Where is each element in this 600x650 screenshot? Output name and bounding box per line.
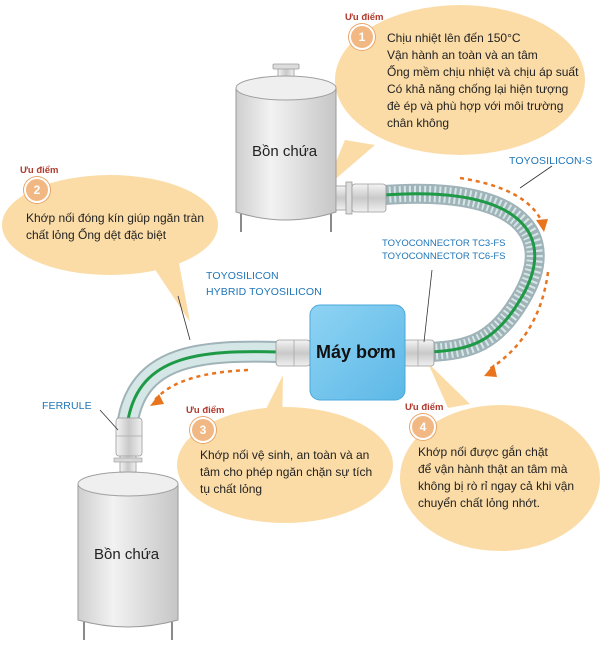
top-tank-label: Bồn chứa xyxy=(252,143,318,160)
connector-top xyxy=(351,183,387,213)
advantage-3-label: Ưu điểm xyxy=(186,405,225,416)
advantage-3-text: Khớp nối vệ sinh, an toàn và an tâm cho … xyxy=(200,447,390,498)
toyosilicon-s-label: TOYOSILICON-S xyxy=(509,155,593,167)
advantage-2-text: Khớp nối đóng kín giúp ngăn tràn chất lỏ… xyxy=(26,210,211,244)
advantage-2-line-1: Khớp nối đóng kín giúp ngăn tràn xyxy=(26,211,205,225)
ferrule-label: FERRULE xyxy=(42,400,92,412)
bubble-4 xyxy=(400,363,600,551)
advantage-2-label: Ưu điểm xyxy=(20,165,59,176)
pump-label: Máy bơm xyxy=(316,342,396,362)
advantage-4-text: Khớp nối được gắn chặt để vận hành thật … xyxy=(418,444,588,512)
advantage-4-line-4: chuyển chất lỏng nhớt. xyxy=(418,496,540,510)
bubble-2 xyxy=(2,175,218,322)
advantage-3-line-2: tâm cho phép ngăn chặn sự tích xyxy=(200,465,373,479)
advantage-2-line-2: chất lỏng Ống dệt đặc biệt xyxy=(26,228,167,242)
advantage-1-line-4: Có khả năng chống lại hiện tượng xyxy=(387,82,569,96)
flow-arrowheads xyxy=(150,219,548,406)
advantage-1-line-2: Vận hành an toàn và an tâm xyxy=(387,48,538,62)
advantage-1-number-badge: 1 xyxy=(349,24,375,50)
bubble-3 xyxy=(177,375,393,523)
advantage-4-line-3: không bị rò rỉ ngay cả khi vận xyxy=(418,479,575,493)
bubble-1 xyxy=(325,5,585,188)
advantage-4-number-badge: 4 xyxy=(410,414,436,440)
leader-lines xyxy=(99,165,553,431)
connector-tc6-label: TOYOCONNECTOR TC6-FS xyxy=(382,251,506,262)
flow-arrows xyxy=(154,176,550,401)
toyosilicon-label: TOYOSILICON xyxy=(206,270,279,282)
top-tank xyxy=(235,63,353,232)
advantage-1-text: Chịu nhiệt lên đến 150°C Vận hành an toà… xyxy=(387,30,582,132)
advantage-1-line-3: Ống mềm chịu nhiệt và chịu áp suất xyxy=(387,65,579,79)
advantage-4-label: Ưu điểm xyxy=(405,402,444,413)
connector-pump-right xyxy=(403,339,435,367)
advantage-1-label: Ưu điểm xyxy=(345,12,384,23)
bottom-tank xyxy=(77,453,179,640)
advantage-1-line-6: chân không xyxy=(387,116,450,130)
hose-toyosilicon xyxy=(117,340,279,423)
advantage-3-line-3: tụ chất lỏng xyxy=(200,482,263,496)
connector-tc3-label: TOYOCONNECTOR TC3-FS xyxy=(382,238,506,249)
bottom-tank-label: Bồn chứa xyxy=(94,546,160,563)
advantage-1-line-5: đè ép và phù hợp với môi trường xyxy=(387,99,564,113)
advantage-3-line-1: Khớp nối vệ sinh, an toàn và an xyxy=(200,448,370,462)
advantage-3-number-badge: 3 xyxy=(190,417,216,443)
advantage-1-line-1: Chịu nhiệt lên đến 150°C xyxy=(387,31,521,45)
advantage-4-line-1: Khớp nối được gắn chặt xyxy=(418,445,548,459)
advantage-4-line-2: để vận hành thật an tâm mà xyxy=(418,462,568,476)
advantage-2-number-badge: 2 xyxy=(24,177,50,203)
pump xyxy=(309,304,406,401)
hybrid-toyosilicon-label: HYBRID TOYOSILICON xyxy=(206,286,322,298)
ferrule-connector xyxy=(115,417,143,457)
hose-toyosilicon-s xyxy=(383,183,545,362)
connector-pump-left xyxy=(275,339,311,367)
